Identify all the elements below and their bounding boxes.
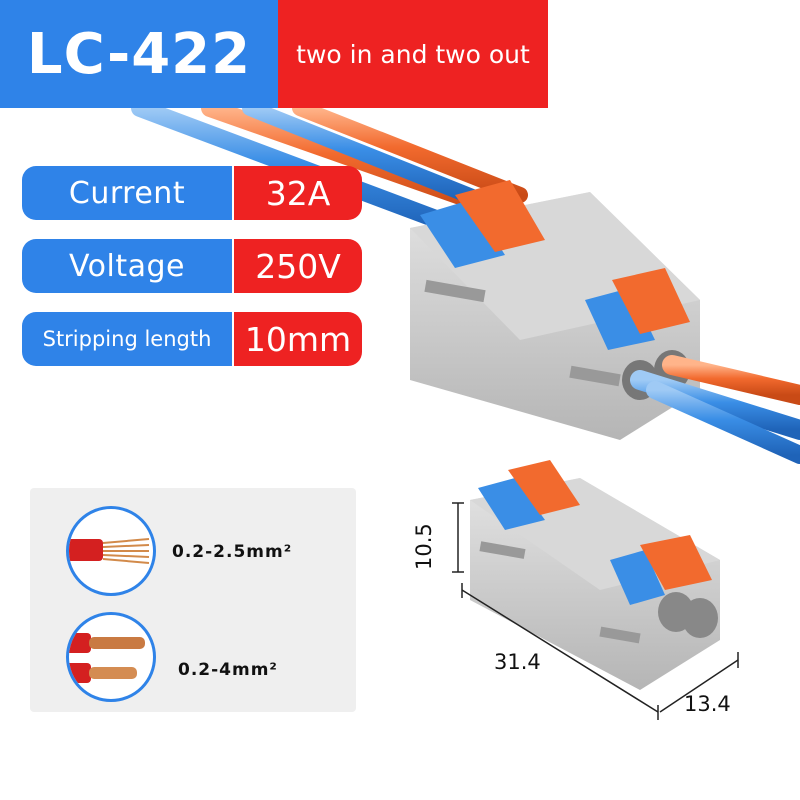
spec-label: Current	[22, 166, 232, 220]
spec-value: 32A	[234, 166, 362, 220]
spec-row-stripping-length: Stripping length 10mm	[22, 312, 362, 366]
spec-value: 250V	[234, 239, 362, 293]
dimension-lines	[452, 502, 739, 720]
connector-small	[470, 460, 720, 690]
connector-large	[410, 180, 700, 440]
spec-value: 10mm	[234, 312, 362, 366]
wire-range-text: 0.2-4mm²	[178, 660, 278, 680]
spec-label: Stripping length	[22, 312, 232, 366]
dimension-width: 13.4	[684, 692, 731, 716]
model-description: two in and two out	[278, 0, 548, 108]
spec-row-current: Current 32A	[22, 166, 362, 220]
spec-label: Voltage	[22, 239, 232, 293]
dimension-length: 31.4	[494, 650, 541, 674]
model-badge: LC-422	[0, 0, 278, 108]
solid-wire-icon	[66, 612, 156, 702]
wire-range-text: 0.2-2.5mm²	[172, 542, 293, 562]
spec-row-voltage: Voltage 250V	[22, 239, 362, 293]
dimension-height: 10.5	[412, 523, 436, 570]
wire-range-card: 0.2-2.5mm² 0.2-4mm²	[30, 488, 356, 712]
wires-front	[630, 355, 800, 464]
stranded-wire-icon	[66, 506, 156, 596]
